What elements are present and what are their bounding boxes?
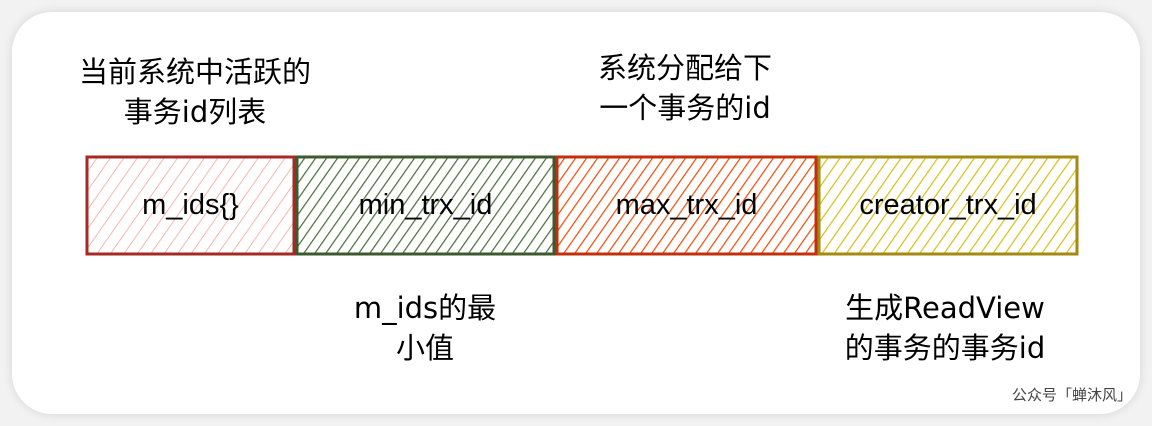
annotation-creator-id: 生成ReadView 的事务的事务id [844,291,1046,365]
hatch-pattern-icon [295,155,556,256]
box-creator-trx-id: creator_trx_id [817,155,1079,256]
box-label: creator_trx_id [859,189,1037,221]
hatch-pattern-icon [555,155,818,256]
annotation-next-id: 系统分配给下 一个事务的id [597,51,772,125]
box-label: min_trx_id [358,189,493,221]
box-m-ids: m_ids{} [85,155,296,256]
annotation-active-ids: 当前系统中活跃的 事务id列表 [78,55,311,129]
annotation-min-ids: m_ids的最 小值 [353,291,497,365]
watermark: 公众号「蝉沐风」 [1011,386,1132,404]
box-max-trx-id: max_trx_id [555,155,818,256]
box-label: max_trx_id [615,189,758,221]
hatch-pattern-icon [817,155,1079,256]
box-label: m_ids{} [142,189,239,221]
box-min-trx-id: min_trx_id [295,155,556,256]
hatch-pattern-icon [85,155,296,256]
